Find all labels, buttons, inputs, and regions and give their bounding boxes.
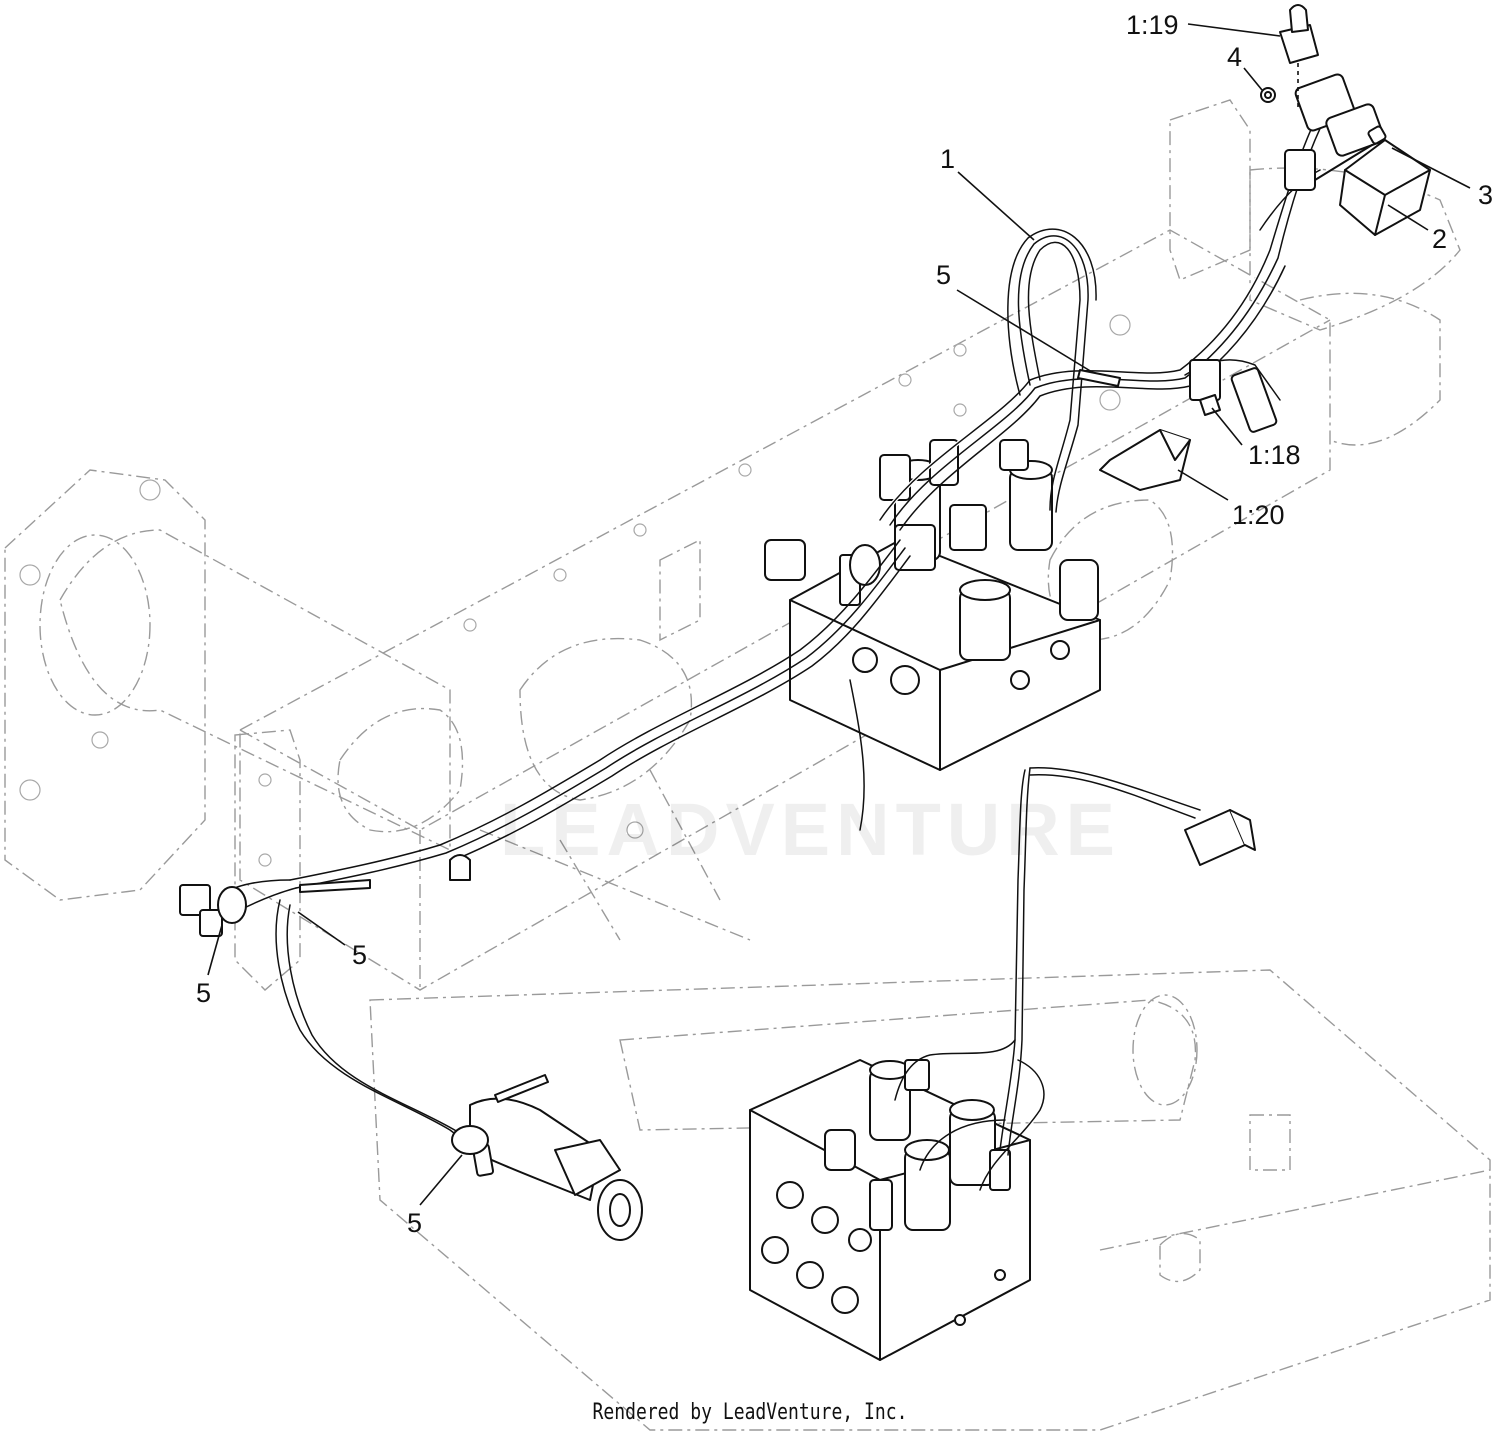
relay-block	[1339, 139, 1431, 236]
fuse-1-18	[1199, 394, 1221, 416]
callout-1-20: 1:20	[1177, 469, 1285, 530]
callout-label: 5	[936, 260, 951, 290]
boot-1-20	[1099, 429, 1191, 491]
callout-2: 2	[1387, 204, 1447, 254]
screw	[1314, 125, 1387, 181]
callout-5-left: 5	[196, 924, 223, 1008]
render-credit: Rendered by LeadVenture, Inc.	[592, 1400, 908, 1425]
callout-4: 4	[1227, 42, 1263, 91]
cable-ties	[217, 369, 1121, 1155]
callout-3: 3	[1391, 147, 1493, 210]
callout-5-mid: 5	[297, 911, 367, 970]
watermark: LEADVENTURE	[500, 788, 1121, 871]
lower-valve-manifold	[749, 1059, 1031, 1361]
wire-harness	[229, 108, 1327, 1191]
callout-label: 1	[940, 144, 955, 174]
callout-5-bottom: 5	[407, 1154, 463, 1238]
hydraulic-fitting	[469, 1097, 643, 1241]
callout-label: 5	[196, 978, 211, 1008]
callout-label: 5	[352, 940, 367, 970]
callout-label: 4	[1227, 42, 1242, 72]
upper-valve-manifold	[764, 439, 1101, 771]
harness-connectors	[179, 73, 1385, 1177]
callout-label: 1:19	[1126, 10, 1179, 40]
callout-5-top: 5	[936, 260, 1093, 373]
callout-label: 1:18	[1248, 440, 1301, 470]
callout-1-19: 1:19	[1126, 10, 1281, 40]
callout-label: 3	[1478, 180, 1493, 210]
callout-label: 5	[407, 1208, 422, 1238]
fuse-holder-1-19	[1279, 4, 1319, 110]
callout-label: 1:20	[1232, 500, 1285, 530]
callout-label: 2	[1432, 224, 1447, 254]
callout-1: 1	[940, 144, 1035, 241]
callout-1-18: 1:18	[1211, 407, 1301, 470]
nut	[1260, 87, 1276, 103]
